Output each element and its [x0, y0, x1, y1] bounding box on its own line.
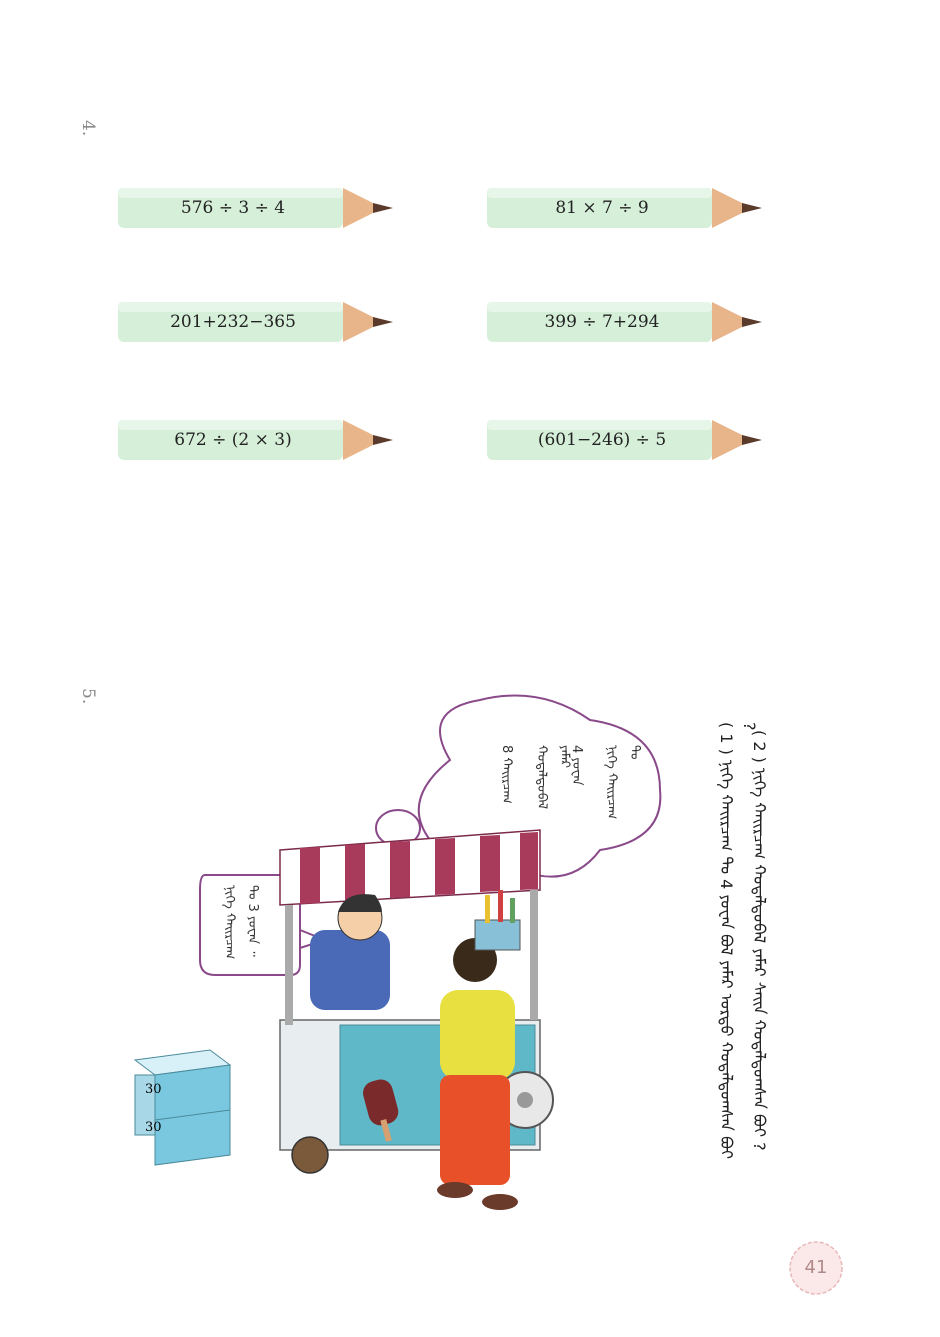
- expression-text: 399 ÷ 7+294: [544, 312, 660, 332]
- expression-text: 201+232−365: [170, 312, 296, 332]
- canopy: [279, 829, 541, 906]
- question-1: ( 1 ) ᠨᠢᠭᠡ ᠬᠠᠢᠷᠴᠠᠭ ᠲᠤ 4 ᠶᠤᠸᠠᠨ ᠪᠤᠯ ᠶᠠᠮᠠᠷ …: [717, 722, 759, 1160]
- ice-cream-boxes: [133, 1049, 232, 1166]
- expression-text: (601−246) ÷ 5: [537, 430, 667, 450]
- pencil-icon: [118, 420, 393, 460]
- seller-figure: [310, 894, 390, 1010]
- page-number: 41: [804, 1257, 828, 1278]
- pencil-expression: 81 × 7 ÷ 9: [487, 186, 767, 230]
- seller-speech-text: ᠨᠢᠭᠡ ᠬᠠᠢᠷᠴᠠᠭ ᠲᠤ 3 ᠶᠤᠸᠠᠨ ᠃: [222, 885, 260, 960]
- pencil-expression: (601−246) ÷ 5: [487, 418, 767, 462]
- pencil-icon: [487, 302, 762, 342]
- page-number-flower: [789, 1241, 843, 1295]
- thought-bubble: [354, 694, 662, 878]
- question-2: ( 2 ) ᠨᠢᠭᠡ ᠬᠠᠢᠷᠴᠠᠭ ᠬᠤᠳᠠᠯᠳᠤᠪᠠᠯ ᠶᠠᠮᠠᠷ ᠰᠠᠢᠨ…: [750, 730, 769, 1151]
- girl-figure: [437, 938, 518, 1210]
- ice-cream-stall-illustration: [133, 694, 662, 1210]
- wheel: [291, 1136, 329, 1174]
- pencil-icon: [118, 302, 393, 342]
- pencil-expression: 201+232−365: [118, 300, 398, 344]
- pencil-icon: [118, 188, 393, 228]
- thought-line-1: ᠨᠢᠭᠡ ᠬᠠᠢᠷᠴᠠᠭ ᠲᠤ: [604, 745, 642, 820]
- thought-line-3: ᠬᠤᠳᠠᠯᠳᠤᠪᠠᠯ ᠶᠠᠮᠠᠷ: [534, 745, 572, 810]
- question-number-4: 4.: [78, 120, 98, 137]
- pencil-icon: [487, 420, 762, 460]
- thought-line-2: 4 ᠶᠤᠸᠠᠨ: [569, 745, 584, 786]
- thought-line-4: 8 ᠬᠠᠢᠷᠴᠠᠭ: [499, 745, 514, 804]
- pencil-expression: 576 ÷ 3 ÷ 4: [118, 186, 398, 230]
- question-number-5: 5.: [78, 688, 98, 705]
- pencil-expression: 399 ÷ 7+294: [487, 300, 767, 344]
- expression-text: 81 × 7 ÷ 9: [555, 198, 649, 218]
- pencil-icon: [487, 188, 762, 228]
- expression-text: 576 ÷ 3 ÷ 4: [180, 198, 286, 218]
- page-number-badge: 41: [788, 1240, 844, 1296]
- box-label-top: 30: [145, 1082, 162, 1097]
- expression-text: 672 ÷ (2 × 3): [174, 430, 292, 450]
- pencil-expression: 672 ÷ (2 × 3): [118, 418, 398, 462]
- ice-cream-icon: [363, 1079, 399, 1142]
- box-label-bottom: 30: [145, 1120, 162, 1135]
